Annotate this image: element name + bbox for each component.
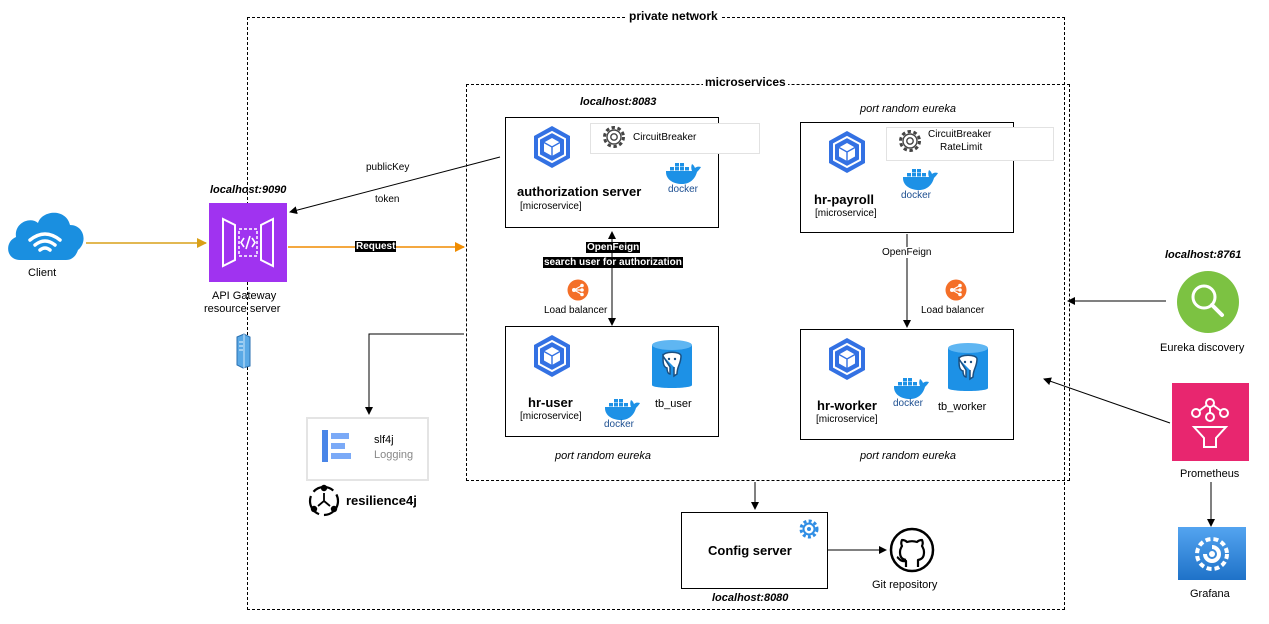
- auth-docker-label: docker: [668, 184, 699, 195]
- resilience-label: resilience4j: [346, 493, 417, 508]
- gear-icon: [797, 517, 821, 541]
- edge-request-label: Request: [355, 241, 397, 252]
- load-balancer-right-label: Load balancer: [921, 305, 985, 316]
- edge-publickey: [289, 156, 501, 215]
- grafana-label: Grafana: [1190, 588, 1230, 600]
- edge-logging: [365, 333, 464, 415]
- prometheus-label: Prometheus: [1180, 468, 1240, 480]
- api-gateway-icon[interactable]: [209, 203, 287, 282]
- openfeign-user-label-2: search user for authorization: [543, 257, 683, 268]
- git-label: Git repository: [872, 579, 938, 591]
- edge-prometheus: [1043, 377, 1171, 424]
- resilience-icon: [307, 484, 341, 518]
- config-name: Config server: [708, 543, 792, 558]
- logging-icon: [320, 428, 354, 464]
- config-host: localhost:8080: [712, 592, 789, 604]
- github-icon[interactable]: [889, 527, 935, 573]
- hr-worker-docker-label: docker: [893, 398, 924, 409]
- client-label: Client: [28, 267, 57, 279]
- private-network-label: private network: [627, 9, 720, 23]
- auth-badge-label: CircuitBreaker: [633, 132, 697, 143]
- microservices-label: microservices: [703, 75, 788, 89]
- gateway-label-2: resource server: [204, 303, 281, 315]
- config-server-box[interactable]: [681, 512, 828, 589]
- auth-host: localhost:8083: [580, 96, 657, 108]
- hr-worker-port: port random eureka: [860, 450, 956, 462]
- grafana-icon[interactable]: [1178, 527, 1246, 580]
- eureka-label: Eureka discovery: [1160, 342, 1245, 354]
- load-balancer-icon: [945, 279, 967, 301]
- load-balancer-left-label: Load balancer: [544, 305, 608, 316]
- edge-publickey-label: publicKey: [366, 162, 410, 173]
- kubernetes-icon: [824, 336, 870, 382]
- cloud-icon[interactable]: [4, 206, 86, 262]
- openfeign-user-label-1: OpenFeign: [586, 242, 641, 253]
- gateway-host: localhost:9090: [210, 184, 287, 196]
- postgresql-icon: [650, 338, 694, 392]
- auth-kind: [microservice]: [520, 201, 582, 212]
- hr-worker-db-label: tb_worker: [938, 401, 987, 413]
- auth-name: authorization server: [517, 184, 642, 199]
- hr-user-kind: [microservice]: [520, 411, 582, 422]
- docker-icon: [603, 396, 641, 422]
- hr-worker-name: hr-worker: [817, 398, 877, 413]
- payroll-badge-label-1: CircuitBreaker: [928, 129, 992, 140]
- logging-label-1: slf4j: [374, 434, 394, 446]
- gateway-label-1: API Gateway: [212, 290, 277, 302]
- hr-user-db-label: tb_user: [655, 398, 692, 410]
- prometheus-icon[interactable]: [1172, 383, 1249, 461]
- docker-icon: [664, 160, 702, 186]
- docker-icon: [901, 166, 939, 192]
- eureka-search-icon[interactable]: [1176, 270, 1240, 334]
- edge-token-label: token: [375, 194, 400, 205]
- load-balancer-icon: [567, 279, 589, 301]
- payroll-name: hr-payroll: [814, 192, 874, 207]
- hr-user-name: hr-user: [528, 395, 573, 410]
- logging-label-2: Logging: [374, 449, 414, 461]
- openfeign-payroll-label: OpenFeign: [880, 247, 934, 258]
- kubernetes-icon: [824, 129, 870, 175]
- eureka-host: localhost:8761: [1165, 249, 1242, 261]
- postgresql-icon: [946, 341, 990, 395]
- payroll-host: port random eureka: [860, 103, 956, 115]
- docker-icon: [892, 375, 930, 401]
- kubernetes-icon: [529, 333, 575, 379]
- payroll-docker-label: docker: [901, 190, 932, 201]
- logging-box[interactable]: [306, 417, 429, 481]
- payroll-kind: [microservice]: [815, 208, 877, 219]
- hr-user-docker-label: docker: [604, 419, 635, 430]
- hr-worker-kind: [microservice]: [816, 414, 878, 425]
- gear-icon: [897, 128, 923, 154]
- server-icon: [235, 333, 251, 369]
- kubernetes-icon: [529, 124, 575, 170]
- gear-icon: [601, 124, 627, 150]
- payroll-badge-label-2: RateLimit: [940, 142, 983, 153]
- hr-user-port: port random eureka: [555, 450, 651, 462]
